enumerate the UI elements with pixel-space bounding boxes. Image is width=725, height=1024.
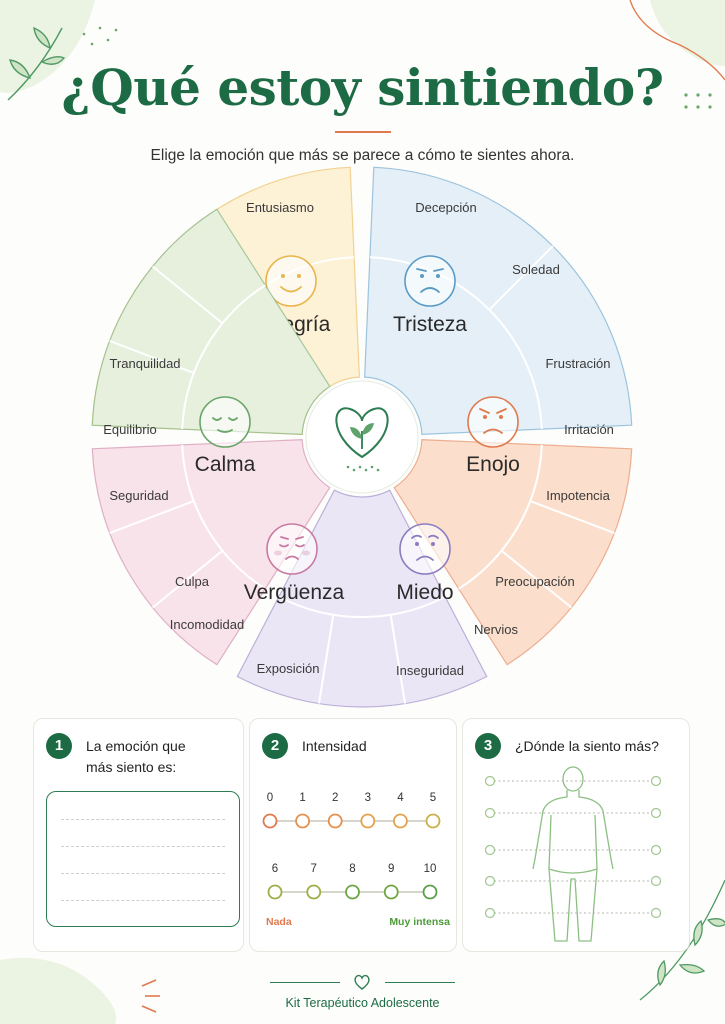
card-intensity: 2 Intensidad 0 1 2 3 4 5 6 7 8 9 10 Nada Muy inten… [249,718,457,952]
intensity-scale: 0 1 2 3 4 5 6 7 8 9 10 [262,792,441,900]
intensity-option-4[interactable] [392,813,408,829]
worried-face-icon [399,523,451,575]
step-number-3: 3 [475,733,501,759]
page-title: ¿Qué estoy sintiendo? [61,58,664,117]
sub-emotion-enojo-1[interactable]: Frustración [545,356,610,371]
intensity-label-5: 5 [430,792,436,804]
intensity-label-7: 7 [311,863,317,875]
sub-emotion-tristeza-2[interactable]: Soledad [512,262,560,277]
emotion-wheel: AlegríaEntusiasmoAlivioTristezaDecepción… [91,166,633,708]
intensity-option-9[interactable] [383,884,399,900]
card-body-location: 3 ¿Dónde la siento más? [462,718,690,952]
page-subtitle: Elige la emoción que más se parece a cóm… [150,147,575,164]
sub-emotion-tristeza-1[interactable]: Decepción [415,200,476,215]
intensity-label-3: 3 [365,792,371,804]
intensity-label-10: 10 [424,863,437,875]
intensity-option-8[interactable] [345,884,360,900]
step-1-title: La emoción que más siento es: [86,736,186,778]
sub-emotion-miedo-1[interactable]: Preocupación [495,574,575,589]
step-1-title-line-1: La emoción que [86,738,186,754]
sub-emotion-enojo-2[interactable]: Irritación [564,422,614,437]
emotion-answer-field[interactable] [46,791,240,927]
step-2-title: Intensidad [302,738,367,754]
sad-face-icon [404,255,456,307]
footer-rule-right [385,982,455,983]
intensity-option-0[interactable] [262,813,278,829]
sub-emotion-calma-3[interactable]: Seguridad [109,488,168,503]
intensity-option-1[interactable] [295,813,310,829]
sub-emotion-verguenza-2[interactable]: Incomodidad [170,617,244,632]
intensity-label-2: 2 [332,792,338,804]
intensity-option-6[interactable] [267,884,283,900]
sub-emotion-miedo-3[interactable]: Inseguridad [396,663,464,678]
body-answer-lines [494,780,652,914]
human-body-outline-icon [484,766,662,942]
emotion-name-tristeza: Tristeza [393,313,467,336]
embarrassed-face-icon [266,523,318,575]
emotion-name-miedo: Miedo [396,581,453,604]
intensity-label-9: 9 [388,863,394,875]
step-number-1: 1 [46,733,72,759]
heart-sprout-icon [335,407,389,472]
intensity-option-3[interactable] [360,813,376,829]
footer-text: Kit Terapéutico Adolescente [285,996,440,1010]
intensity-label-0: 0 [267,792,273,804]
leaf-branch-icon [639,879,725,1001]
scale-min-label: Nada [266,916,292,928]
intensity-label-6: 6 [272,863,278,875]
step-number-2: 2 [262,733,288,759]
sub-emotion-miedo-2[interactable]: Nervios [474,622,519,637]
intensity-option-5[interactable] [425,813,441,829]
calm-face-icon [199,396,251,448]
emotion-name-calma: Calma [195,453,256,476]
sub-emotion-alegria-1[interactable]: Entusiasmo [246,200,314,215]
angry-face-icon [467,396,519,448]
intensity-label-1: 1 [299,792,305,804]
heart-outline-icon [354,974,370,990]
intensity-option-2[interactable] [327,813,343,829]
title-underline [335,131,391,133]
smiling-face-icon [265,255,317,307]
step-3-title: ¿Dónde la siento más? [515,738,659,754]
scale-max-label: Muy intensa [389,916,450,928]
intensity-label-8: 8 [349,863,355,875]
emotion-name-enojo: Enojo [466,453,520,476]
intensity-option-10[interactable] [422,884,438,900]
card-emotion: 1 La emoción que más siento es: [33,718,244,952]
intensity-option-7[interactable] [306,884,322,900]
sub-emotion-enojo-3[interactable]: Impotencia [546,488,610,503]
intensity-label-4: 4 [397,792,404,804]
sub-emotion-calma-1[interactable]: Tranquilidad [109,356,180,371]
footer-rule-left [270,982,340,983]
sub-emotion-verguenza-3[interactable]: Exposición [257,661,320,676]
sub-emotion-calma-2[interactable]: Equilibrio [103,422,156,437]
step-1-title-line-2: más siento es: [86,759,177,775]
sub-emotion-verguenza-1[interactable]: Culpa [175,574,210,589]
leaf-branch-icon [7,26,66,101]
emotion-name-verguenza: Vergüenza [244,581,345,604]
